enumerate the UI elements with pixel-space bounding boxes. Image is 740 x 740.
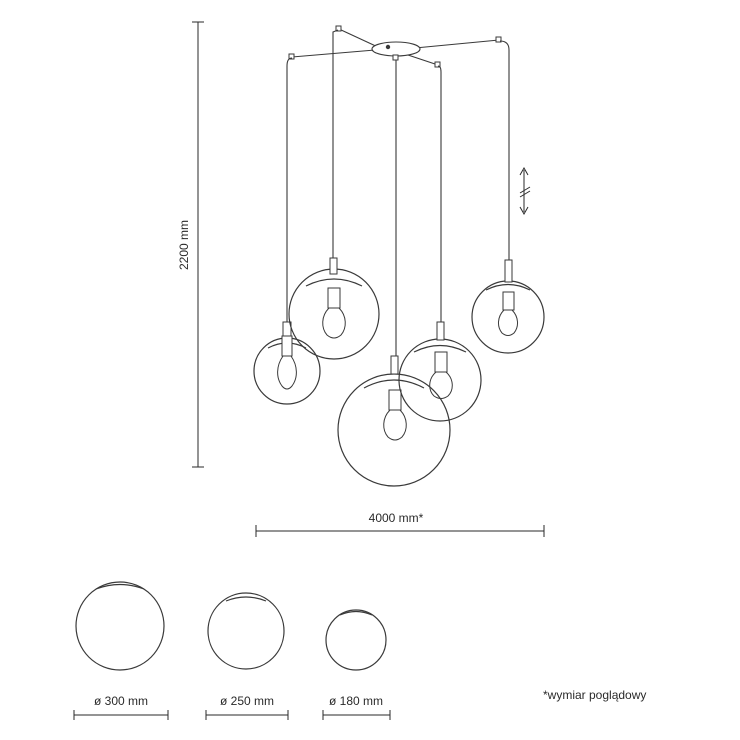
globe-size-250: ø 250 mm [205, 592, 289, 720]
suspension-cords [286, 29, 510, 356]
ceiling-canopy [288, 25, 502, 68]
globe-lamp-center [337, 355, 451, 487]
width-label: 4000 mm* [369, 511, 424, 525]
globe-lamp-mid-left [288, 257, 380, 360]
globe-size-label: ø 250 mm [220, 694, 274, 708]
adjustable-length-marker [519, 166, 531, 216]
footnote: *wymiar poglądowy [543, 688, 646, 702]
globe-size-label: ø 300 mm [94, 694, 148, 708]
height-label: 2200 mm [177, 220, 191, 270]
globe-lamp-left [253, 321, 321, 405]
width-dimension: 4000 mm* [255, 511, 545, 537]
globe-lamp-right [471, 259, 545, 354]
globe-size-label: ø 180 mm [329, 694, 383, 708]
height-dimension: 2200 mm [177, 21, 204, 468]
globe-size-300: ø 300 mm [73, 581, 169, 720]
globe-lamp-mid-right [398, 321, 482, 422]
globe-size-180: ø 180 mm [322, 609, 391, 720]
